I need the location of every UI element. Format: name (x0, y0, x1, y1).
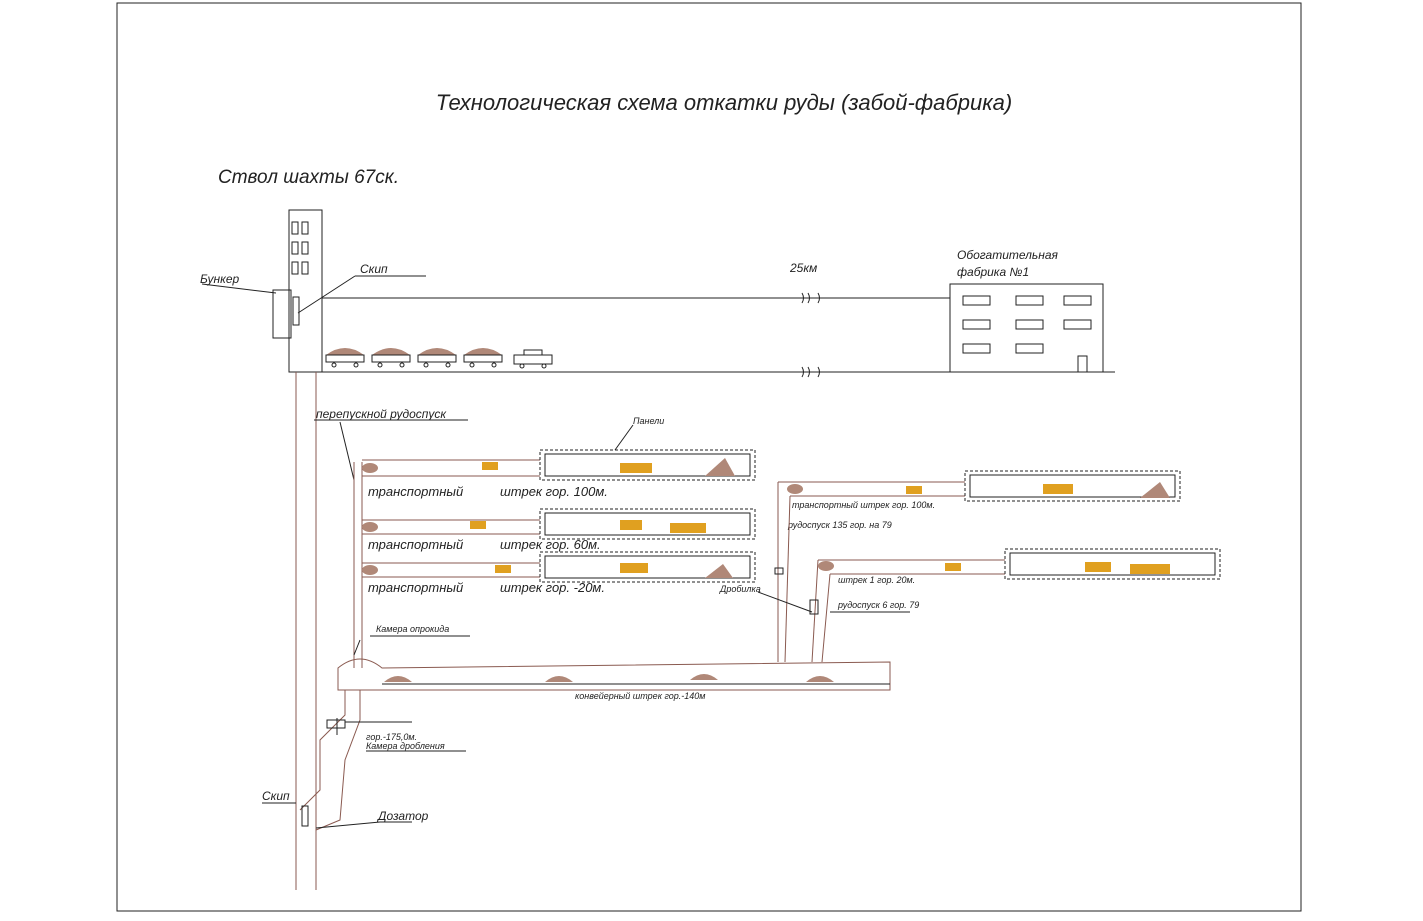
drift-left-60 (362, 508, 756, 540)
ore-pass-label: перепускной рудоспуск (316, 407, 447, 421)
level-100-right: транспортный штрек гор. 100м. (792, 500, 935, 510)
ore-pass-left (353, 462, 363, 668)
page-border (116, 2, 1302, 912)
crusher-label: Дробилка (719, 584, 761, 594)
level-20-left-b: штрек гор. -20м. (500, 580, 605, 595)
level-60-left-b: штрек гор. 60м. (500, 537, 601, 552)
conveyor-drift (337, 658, 891, 691)
main-shaft (295, 372, 317, 890)
dispenser-label: Дозатор (376, 809, 429, 823)
level-100-left-a: транспортный (368, 484, 463, 499)
orepass-135-label: рудоспуск 135 гор. на 79 (787, 520, 892, 530)
drift-right-20 (818, 548, 1221, 580)
panel-label: Панели (633, 416, 664, 426)
processing-plant (949, 283, 1104, 373)
level-60-left-a: транспортный (368, 537, 463, 552)
factory-label-1: Обогатительная (957, 248, 1059, 262)
skip-top-label: Скип (360, 262, 388, 276)
conveyor-label: конвейерный штрек гор.-140м (575, 691, 705, 701)
diagram-title: Технологическая схема откатки руды (забо… (436, 90, 1012, 115)
crushing-chamber-label: Камера дробления (366, 741, 445, 751)
level-20-right: штрек 1 гор. 20м. (838, 575, 915, 585)
ore-pass-right (774, 482, 831, 663)
drift-right-100 (778, 470, 1181, 502)
distance-label: 25км (789, 261, 817, 275)
factory-label-2: фабрика №1 (957, 265, 1029, 279)
headframe (272, 209, 323, 373)
orepass-6-label: рудоспуск 6 гор. 79 (837, 600, 919, 610)
surface-ore-cars (325, 348, 553, 369)
drift-left-minus20 (362, 551, 756, 583)
drift-left-100 (362, 449, 756, 481)
tipping-chamber-label: Камера опрокида (376, 624, 449, 634)
shaft-label: Ствол шахты 67ск. (218, 167, 399, 188)
break-marks (801, 292, 820, 378)
crushing-chamber (299, 690, 361, 831)
bunker-label: Бункер (200, 272, 239, 286)
level-20-left-a: транспортный (368, 580, 463, 595)
skip-bottom-label: Скип (262, 789, 290, 803)
level-175-label: гор.-175,0м. (366, 732, 417, 742)
level-100-left-b: штрек гор. 100м. (500, 484, 608, 499)
